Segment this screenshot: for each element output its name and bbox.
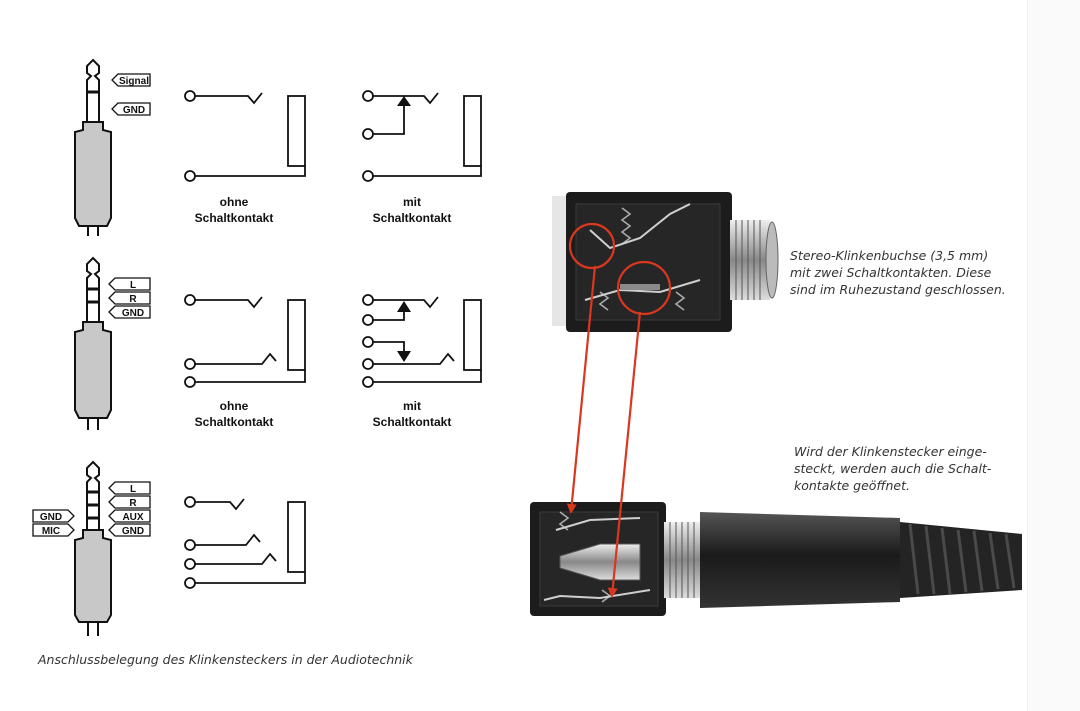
figure-caption: Anschlussbelegung des Klinkensteckers in… [37,652,414,667]
label-aux: AUX [108,509,151,523]
label-gnd: GND [108,523,151,537]
stereo-plug-icon [74,256,112,430]
svg-text:mit zwei Schaltkontakten. Dies: mit zwei Schaltkontakten. Diese [790,265,992,280]
svg-text:L: L [130,484,136,495]
annotation-arrow [607,311,642,598]
svg-text:GND: GND [123,105,145,116]
svg-text:kontakte geöffnet.: kontakte geöffnet. [794,478,910,493]
socket-with-plug-photo [530,502,1022,616]
caption-schaltkontakt: Schaltkontakt [195,415,274,429]
caption-mit: mit [403,195,421,209]
svg-text:GND: GND [122,526,144,537]
svg-text:AUX: AUX [122,512,143,523]
svg-text:GND: GND [122,308,144,319]
label-gnd: GND [108,305,151,319]
svg-text:Wird der Klinkenstecker einge-: Wird der Klinkenstecker einge- [794,444,987,459]
svg-text:steckt, werden auch die Schalt: steckt, werden auch die Schalt- [794,461,992,476]
mono-plug-row: Signal GND ohne Schaltkontakt mit [74,58,482,236]
svg-text:GND: GND [40,512,62,523]
svg-text:R: R [129,498,137,509]
label-l: L [108,481,151,495]
caption-plugged: Wird der Klinkenstecker einge- steckt, w… [794,444,992,493]
svg-text:Stereo-Klinkenbuchse (3,5 mm): Stereo-Klinkenbuchse (3,5 mm) [790,248,988,263]
caption-ohne: ohne [220,399,249,413]
mono-socket-with-switch [362,90,482,182]
label-l: L [108,277,151,291]
caption-schaltkontakt: Schaltkontakt [195,211,274,225]
stereo-plug-row: L R GND ohne Schaltkontakt [74,256,482,430]
label-mic: MIC [32,523,75,537]
headset-plug-row: L R AUX GND GND MIC [32,460,306,636]
caption-schaltkontakt: Schaltkontakt [373,415,452,429]
caption-mit: mit [403,399,421,413]
svg-text:MIC: MIC [42,526,60,537]
svg-text:L: L [130,280,136,291]
caption-socket: Stereo-Klinkenbuchse (3,5 mm) mit zwei S… [790,248,1006,297]
mono-plug-icon [74,58,112,236]
headset-plug-icon [74,460,112,636]
mono-socket-without-switch [184,90,306,182]
highlight-circle [568,222,616,270]
label-r: R [108,291,151,305]
highlight-circle [616,260,672,316]
caption-ohne: ohne [220,195,249,209]
svg-text:sind im Ruhezustand geschlosse: sind im Ruhezustand geschlossen. [790,282,1006,297]
svg-text:R: R [129,294,137,305]
label-signal: Signal [111,73,151,87]
right-margin-stripe [1027,0,1080,711]
annotation-arrow [566,265,597,514]
label-r: R [108,495,151,509]
label-gnd-left: GND [32,509,75,523]
headset-socket-without-switch [184,496,306,589]
stereo-socket-without-switch [184,294,306,388]
caption-schaltkontakt: Schaltkontakt [373,211,452,225]
svg-text:Signal: Signal [119,76,149,87]
socket-photo [552,192,779,332]
label-gnd: GND [111,102,151,116]
stereo-socket-with-switch [362,294,482,388]
